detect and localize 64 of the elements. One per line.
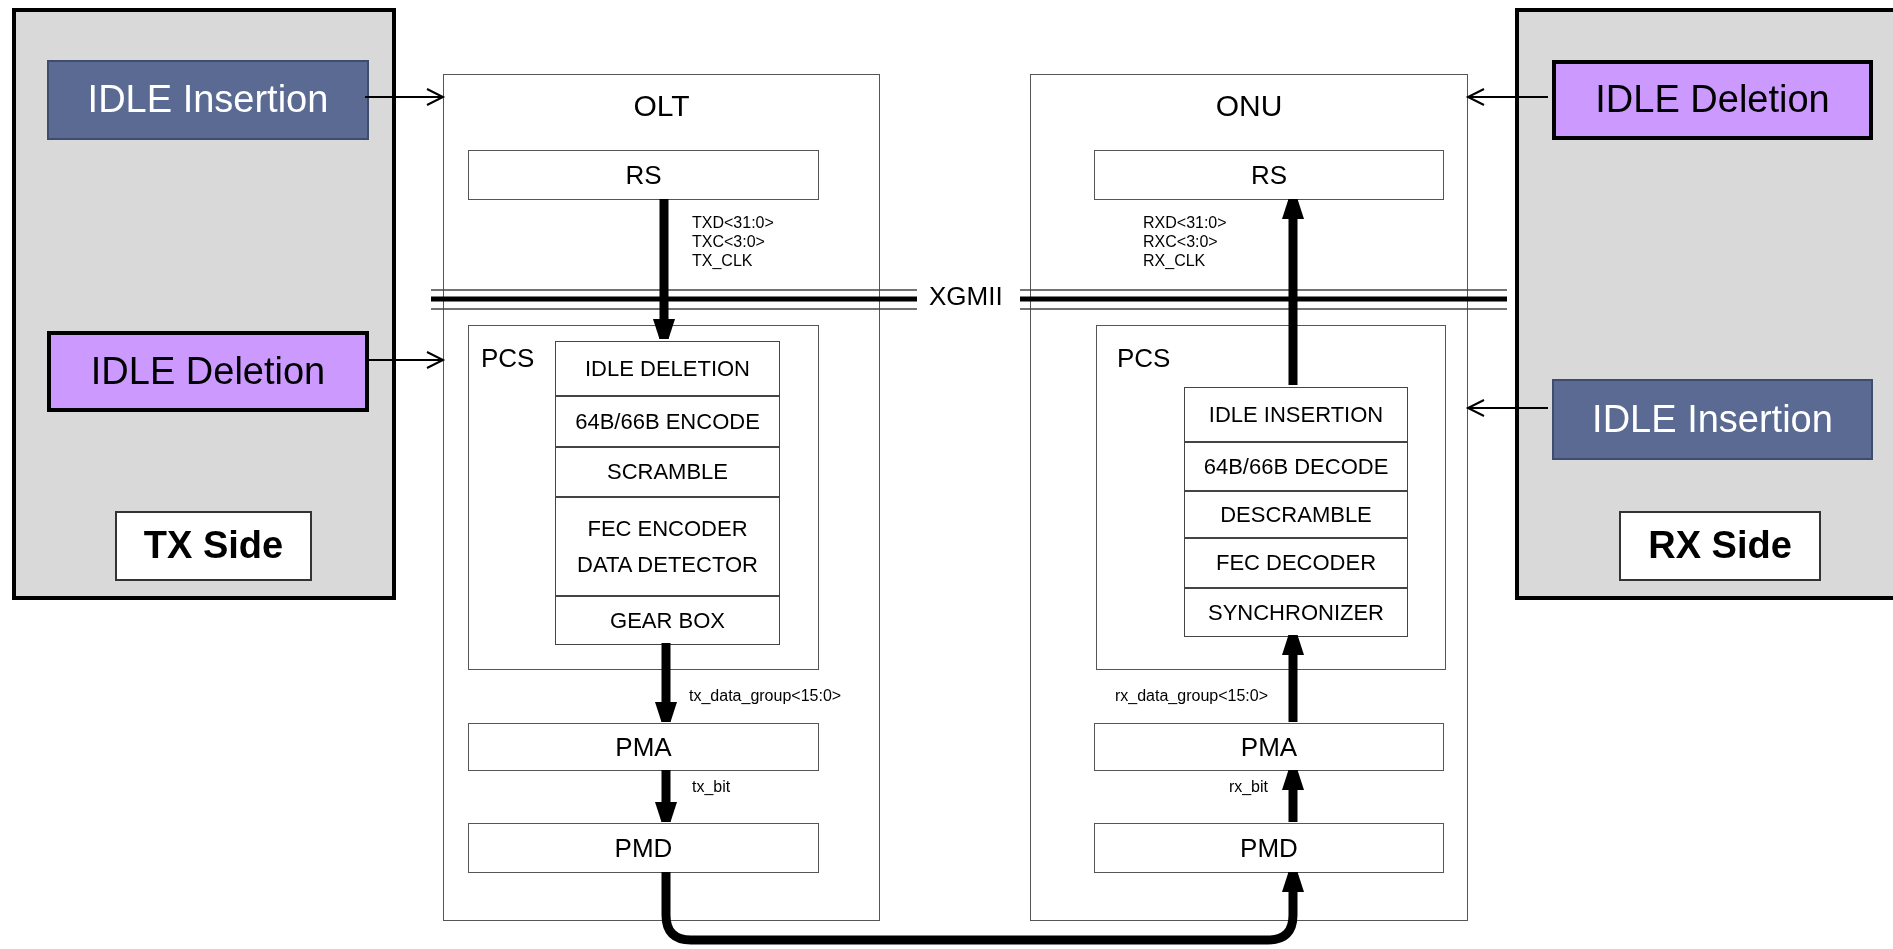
function-row	[555, 341, 780, 396]
arrow	[1467, 399, 1549, 417]
signal-label: TXD<31:0> TXC<3:0> TX_CLK	[692, 213, 774, 270]
function-row	[555, 596, 780, 645]
signal-label: rx_data_group<15:0>	[1115, 686, 1268, 705]
node-label: RS	[625, 158, 662, 192]
node-label: OLT	[633, 88, 690, 124]
function-box	[1552, 379, 1873, 460]
function-row	[1184, 538, 1408, 588]
node-label: DATA DETECTOR	[577, 550, 758, 578]
side-panel	[12, 8, 396, 600]
function-box	[1552, 60, 1873, 140]
signal-label: rx_bit	[1228, 777, 1268, 796]
node-label: IDLE Insertion	[1592, 396, 1833, 442]
signal-label: RXD<31:0> RXC<3:0> RX_CLK	[1143, 213, 1227, 270]
function-box	[47, 331, 369, 412]
device-box	[443, 74, 880, 921]
node-label: IDLE DELETION	[584, 354, 750, 383]
device-box	[1030, 74, 1468, 921]
signal-label: tx_data_group<15:0>	[689, 686, 842, 705]
node-label: IDLE Insertion	[87, 77, 329, 123]
function-row	[1184, 588, 1408, 637]
node-label: SCRAMBLE	[606, 458, 728, 486]
layer-box	[468, 150, 819, 200]
side-panel	[1515, 8, 1893, 600]
node-label: PCS	[1117, 342, 1171, 375]
signal-label: tx_bit	[692, 777, 731, 796]
node-label: TX Side	[143, 523, 284, 569]
node-label: PMD	[614, 831, 673, 865]
node-label: IDLE Deletion	[90, 348, 326, 394]
function-row	[1184, 387, 1408, 442]
layer-box	[1094, 823, 1444, 873]
layer-box	[1096, 325, 1446, 670]
function-row	[1184, 491, 1408, 538]
node-label: IDLE Deletion	[1595, 77, 1830, 123]
side-label-box	[115, 511, 312, 581]
node-label: RX Side	[1648, 523, 1792, 569]
side-label-box	[1619, 511, 1821, 581]
layer-box	[1094, 150, 1444, 200]
node-label: RS	[1250, 158, 1288, 192]
function-row	[555, 396, 780, 447]
node-label: SYNCHRONIZER	[1208, 598, 1384, 627]
node-label: IDLE INSERTION	[1208, 400, 1384, 429]
node-label: ONU	[1215, 88, 1283, 124]
node-label: PMD	[1240, 831, 1298, 865]
layer-box	[468, 823, 819, 873]
node-label: 64B/66B ENCODE	[575, 407, 760, 436]
node-label: PMA	[615, 730, 672, 764]
node-label: 64B/66B DECODE	[1203, 452, 1389, 481]
node-label: FEC ENCODER	[587, 515, 748, 543]
arrow	[1467, 88, 1549, 106]
node-label: DESCRAMBLE	[1220, 500, 1372, 529]
node-label: PCS	[481, 342, 535, 375]
node-label: PMA	[1240, 730, 1298, 764]
node-label: GEAR BOX	[610, 606, 725, 635]
arrow	[364, 88, 444, 106]
function-row	[555, 497, 780, 596]
node-label: FEC DECODER	[1215, 549, 1377, 577]
layer-box	[468, 723, 819, 771]
layer-box	[468, 325, 819, 670]
layer-box	[1094, 723, 1444, 771]
function-box	[47, 60, 369, 140]
function-row	[1184, 442, 1408, 491]
function-row	[555, 447, 780, 497]
